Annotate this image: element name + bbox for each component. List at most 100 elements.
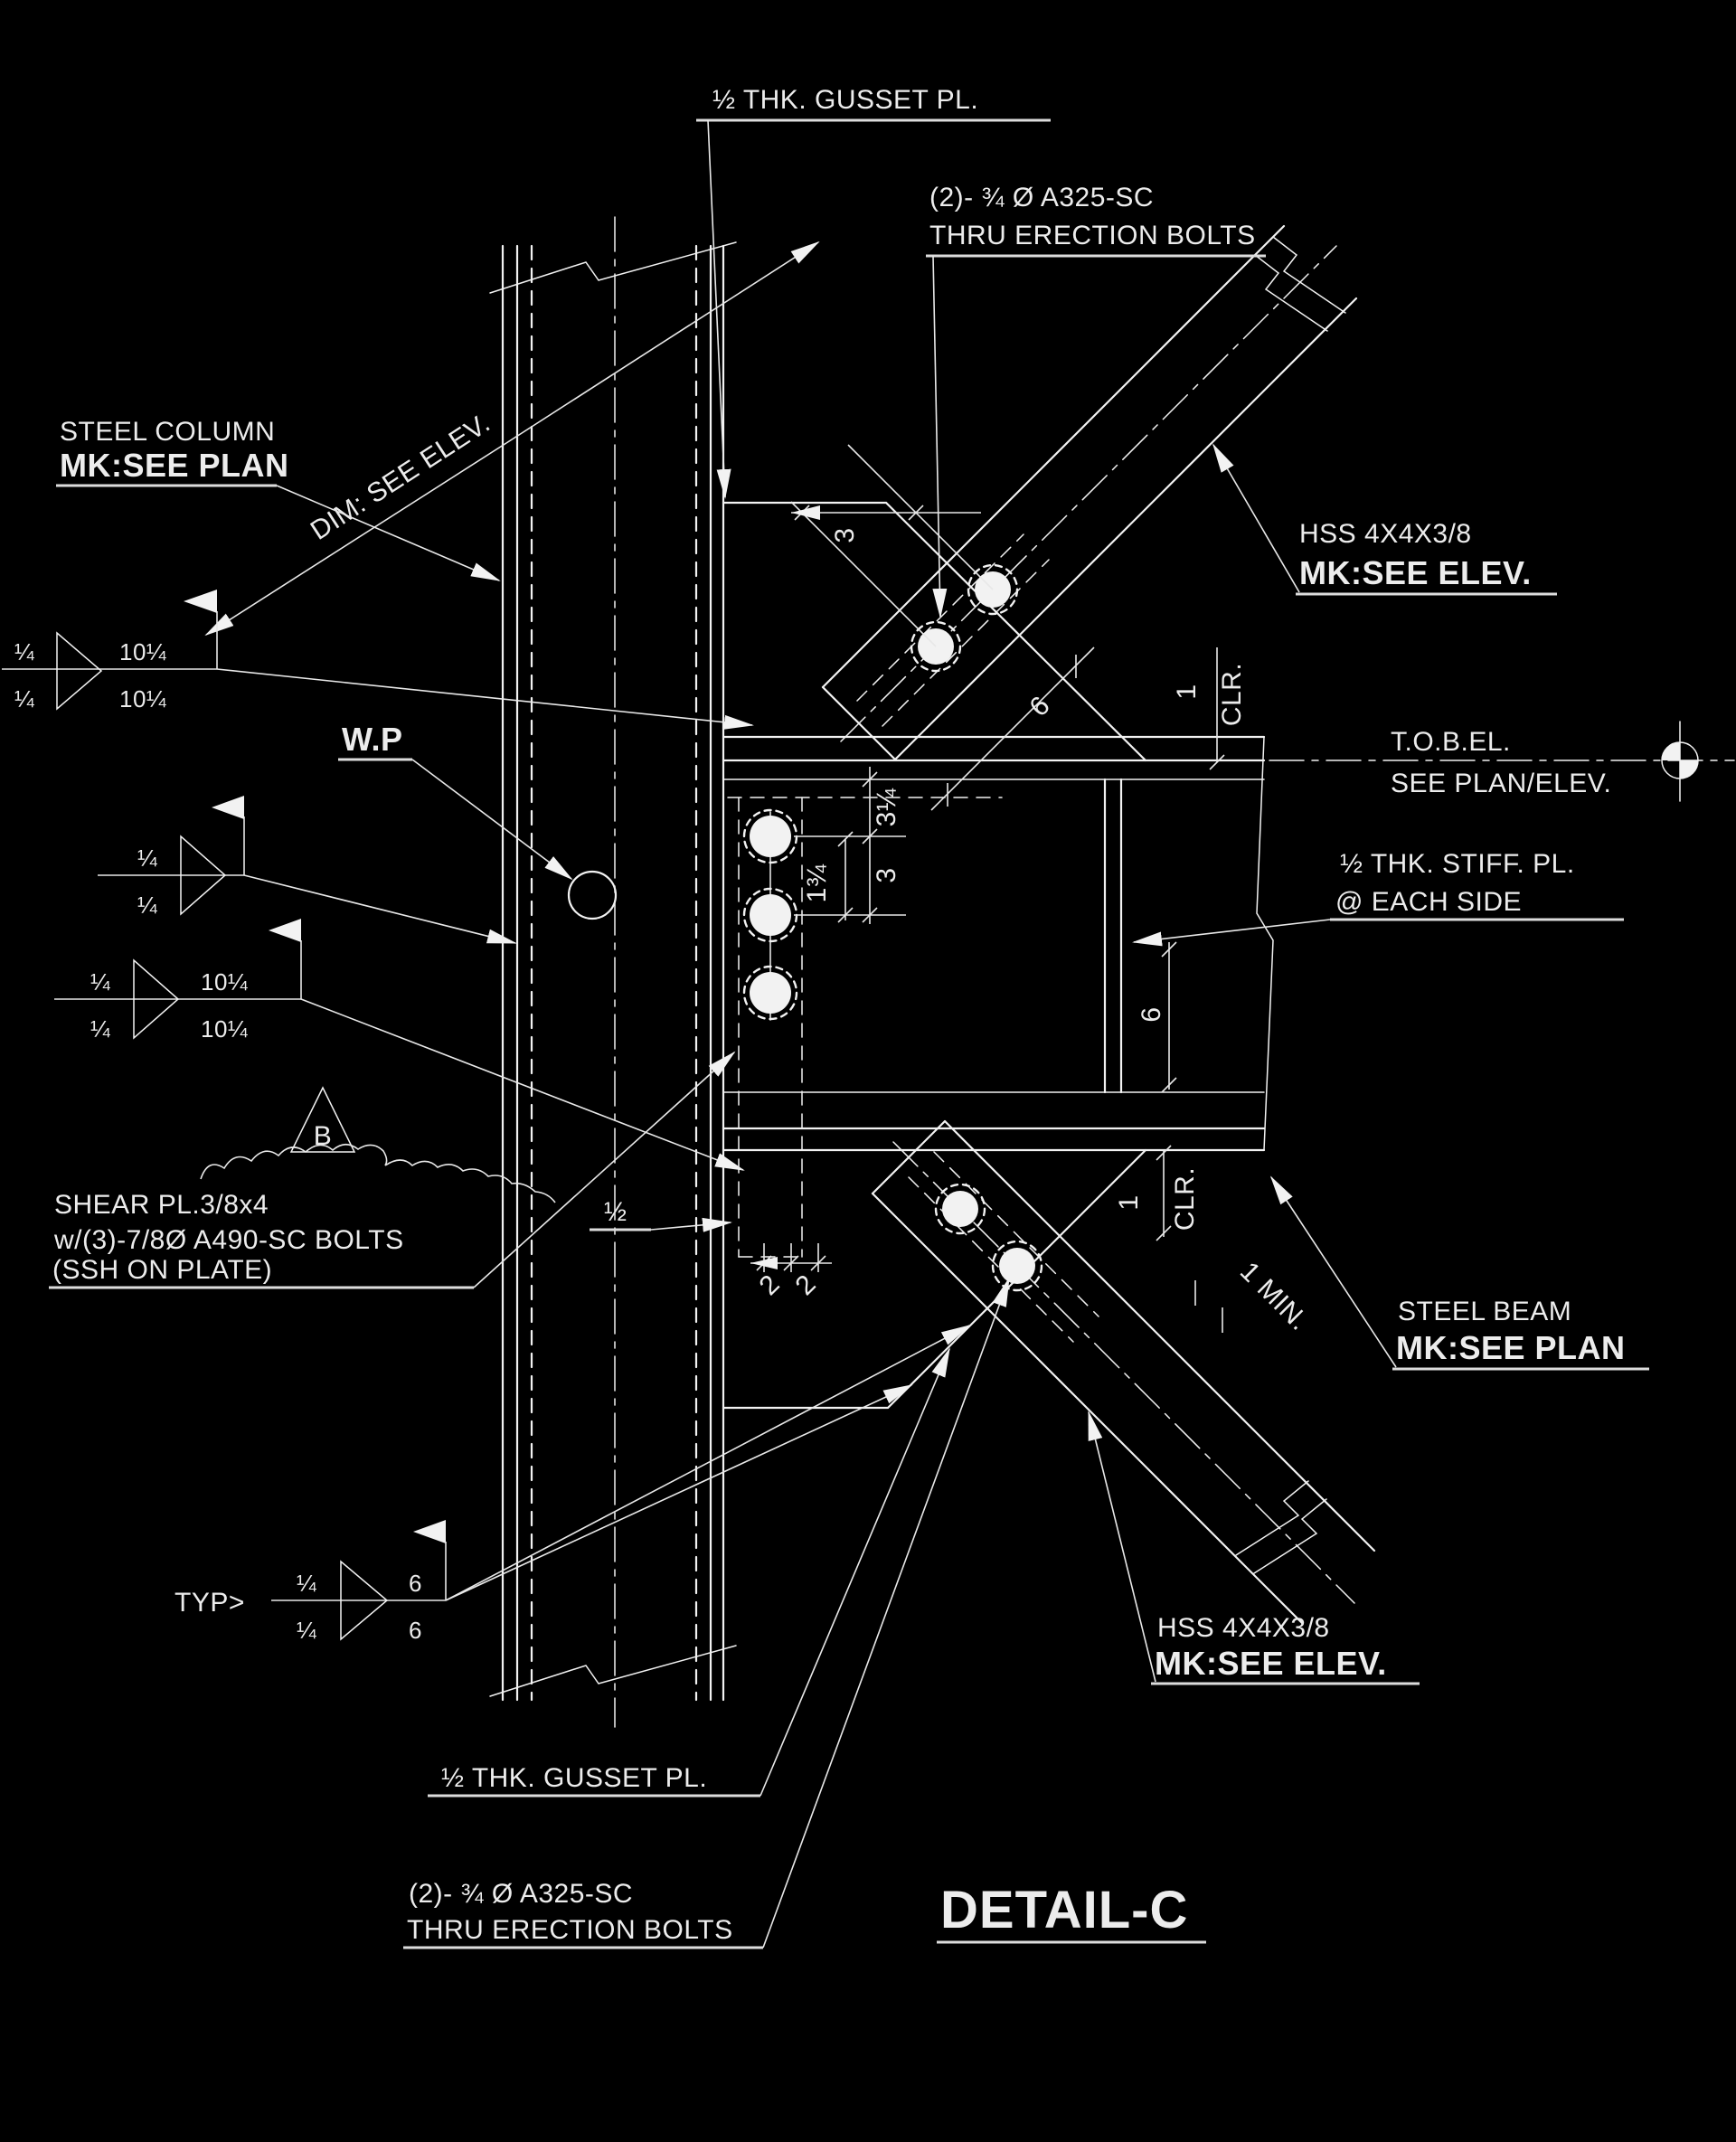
field-weld-flag: [212, 796, 244, 819]
dim-clr-top-unit: CLR.: [1217, 663, 1247, 726]
weld-symbol-2: ¼ ¼: [98, 796, 517, 944]
bolts-bottom-line1: (2)- ¾ Ø A325-SC: [409, 1879, 633, 1909]
drawing-title: DETAIL-C: [937, 1881, 1206, 1944]
dim-clr-bot-unit: CLR.: [1170, 1167, 1200, 1231]
column-break-top: [489, 241, 737, 294]
dim-edge-b: 2: [790, 1269, 822, 1301]
hss-top-line2: MK:SEE ELEV.: [1299, 554, 1532, 591]
datum-elevation-marker: [1661, 721, 1699, 802]
shear-bolt-1: [742, 808, 798, 864]
beam-break: [1256, 736, 1274, 1151]
weld3-len-top: 10¼: [201, 968, 248, 996]
shear-bolt-2: [742, 887, 798, 943]
field-weld-flag: [269, 919, 301, 942]
hss-top-line1: HSS 4X4X3/8: [1299, 519, 1472, 549]
gusset-plate-top: [722, 501, 1147, 762]
weld1-size-bot: ¼: [14, 685, 34, 712]
wp-label: W.P: [342, 721, 403, 758]
shear-bolt-3: [742, 965, 798, 1021]
dim-clr-bot-value: 1: [1114, 1194, 1144, 1210]
dim-min-unit: MIN.: [1251, 1274, 1315, 1337]
revision-triangle: B: [289, 1086, 356, 1153]
steel-beam-line2: MK:SEE PLAN: [1396, 1329, 1626, 1366]
weld3-size-bot: ¼: [90, 1015, 110, 1043]
erection-bolt-bottom-1: [934, 1183, 986, 1235]
weld3-size-top: ¼: [90, 968, 110, 996]
tob-line1: T.O.B.EL.: [1391, 727, 1511, 757]
dim-gusset-edge-top: 6: [1024, 691, 1056, 722]
field-weld-flag: [413, 1520, 446, 1543]
dim-see-elev-note: DIM: SEE ELEV.: [306, 408, 495, 546]
weld3-len-bot: 10¼: [201, 1015, 248, 1043]
weld1-len-bot: 10¼: [119, 685, 166, 712]
dim-bolt-spacing: 3: [872, 867, 901, 882]
work-point-circle: [567, 870, 618, 920]
typ-label: TYP>: [175, 1588, 245, 1618]
weld-symbol-1: ¼ ¼ 10¼ 10¼: [2, 590, 754, 730]
steel-beam: [722, 735, 1274, 1152]
gusset-plate-bottom: [722, 1148, 1147, 1410]
gusset-bottom-text: ½ THK. GUSSET PL.: [441, 1763, 707, 1793]
bolts-top-line1: (2)- ¾ Ø A325-SC: [929, 183, 1154, 212]
note-gusset-top: ½ THK. GUSSET PL.: [696, 85, 1051, 499]
weld4-len-bot: 6: [409, 1617, 422, 1644]
shear-line2: w/(3)-7/8Ø A490-SC BOLTS: [53, 1225, 404, 1255]
dimensions: 3 6 1 CLR. 3¼ 3 1¾ 6 1 CLR.: [204, 241, 1315, 1337]
note-steel-column: STEEL COLUMN MK:SEE PLAN: [56, 417, 501, 581]
note-hss-bottom: HSS 4X4X3/8 MK:SEE ELEV.: [1088, 1411, 1420, 1685]
gusset-top-text: ½ THK. GUSSET PL.: [712, 85, 978, 115]
tob-line2: SEE PLAN/ELEV.: [1391, 769, 1611, 798]
hss-brace-bottom: [871, 1119, 1376, 1625]
hss-brace-top: [821, 224, 1358, 761]
dim-bolt-offset: 1¾: [802, 863, 832, 902]
weld4-size-bot: ¼: [297, 1617, 316, 1644]
weld1-size-top: ¼: [14, 638, 34, 665]
weld2-size-bot: ¼: [137, 892, 157, 919]
note-steel-beam: STEEL BEAM MK:SEE PLAN: [1269, 1175, 1649, 1371]
note-tob: T.O.B.EL. SEE PLAN/ELEV.: [1391, 727, 1611, 798]
note-stiffener: ½ THK. STIFF. PL. @ EACH SIDE: [1132, 849, 1624, 947]
dim-bolt-edge: 3¼: [872, 788, 901, 826]
hss-bottom-line1: HSS 4X4X3/8: [1157, 1613, 1330, 1643]
revision-cloud: [200, 1143, 556, 1203]
hss-bottom-line2: MK:SEE ELEV.: [1155, 1645, 1387, 1682]
note-plate-half: ½: [590, 1197, 732, 1232]
weld-symbol-3: ¼ ¼ 10¼ 10¼: [54, 919, 745, 1171]
weld2-size-top: ¼: [137, 845, 157, 872]
weld4-len-top: 6: [409, 1570, 422, 1597]
steel-column-line1: STEEL COLUMN: [60, 417, 275, 447]
weld-symbol-typ: TYP> ¼ ¼ 6 6: [175, 1325, 971, 1644]
note-gusset-bottom: ½ THK. GUSSET PL.: [428, 1347, 950, 1798]
shear-plate: [727, 797, 1003, 1258]
work-point: W.P: [338, 721, 618, 920]
note-hss-top: HSS 4X4X3/8 MK:SEE ELEV.: [1212, 443, 1557, 596]
note-bolts-top: (2)- ¾ Ø A325-SC THRU ERECTION BOLTS: [926, 183, 1266, 618]
revision-letter: B: [314, 1121, 333, 1151]
top-of-beam-centerline: [1269, 721, 1735, 802]
bolts-bottom-line2: THRU ERECTION BOLTS: [407, 1915, 733, 1945]
steel-column-line2: MK:SEE PLAN: [60, 447, 289, 484]
dim-stiff-gap: 6: [1137, 1006, 1166, 1022]
plate-half-text: ½: [604, 1197, 627, 1227]
weld4-size-top: ¼: [297, 1570, 316, 1597]
erection-bolt-bottom-2: [991, 1240, 1043, 1292]
note-shear-plate: SHEAR PL.3/8x4 w/(3)-7/8Ø A490-SC BOLTS …: [49, 1051, 736, 1289]
dim-brace-bolt-gage: 3: [830, 527, 860, 543]
steel-column: [489, 216, 737, 1728]
dim-clr-top-value: 1: [1172, 684, 1202, 699]
shear-line3: (SSH ON PLATE): [52, 1255, 272, 1285]
bolts-top-line2: THRU ERECTION BOLTS: [929, 221, 1256, 250]
steel-beam-line1: STEEL BEAM: [1398, 1297, 1571, 1326]
stiff-line2: @ EACH SIDE: [1335, 887, 1522, 917]
brace-top-break-2: [1272, 236, 1346, 314]
weld1-len-top: 10¼: [119, 638, 166, 665]
dim-edge-a: 2: [754, 1269, 786, 1301]
stiff-line1: ½ THK. STIFF. PL.: [1340, 849, 1575, 879]
stiffener-plate: [1103, 778, 1123, 1094]
brace-top-break: [1254, 254, 1328, 332]
column-break-bottom: [489, 1645, 737, 1697]
title-text: DETAIL-C: [940, 1881, 1188, 1939]
note-bolts-bottom: (2)- ¾ Ø A325-SC THRU ERECTION BOLTS: [403, 1277, 1010, 1949]
field-weld-flag: [184, 590, 217, 613]
